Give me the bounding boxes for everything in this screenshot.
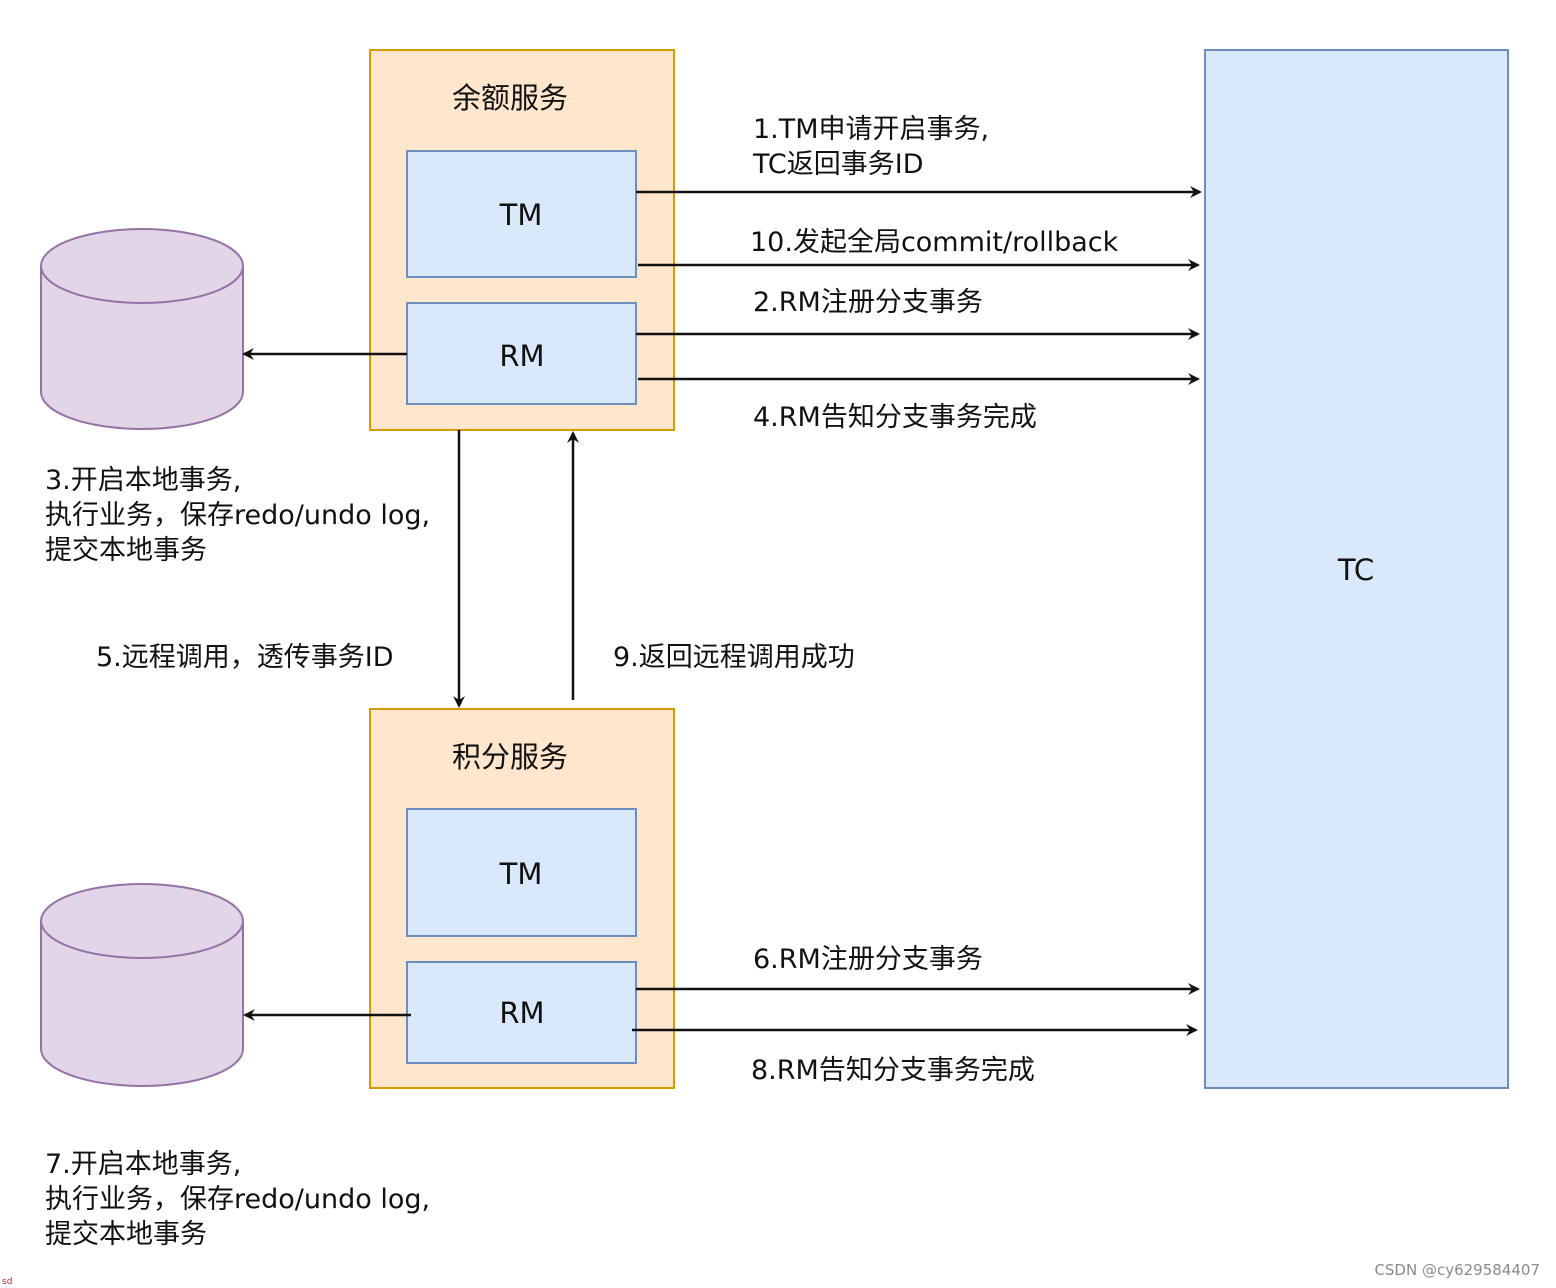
balance-service-title: 余额服务 bbox=[452, 81, 568, 115]
step4-label: 4.RM告知分支事务完成 bbox=[753, 402, 1037, 433]
arrows bbox=[242, 186, 1202, 1036]
step7-label-line1: 7.开启本地事务, bbox=[45, 1149, 241, 1180]
step2-label: 2.RM注册分支事务 bbox=[753, 287, 983, 318]
balance-tm-box bbox=[406, 150, 637, 278]
points-service-title: 积分服务 bbox=[452, 740, 568, 774]
points-tm-label: TM bbox=[499, 857, 543, 891]
step10-label: 10.发起全局commit/rollback bbox=[750, 227, 1119, 258]
balance-rm-box bbox=[406, 302, 637, 405]
step1-label-line2: TC返回事务ID bbox=[752, 149, 924, 180]
points-tm-box bbox=[406, 808, 637, 937]
tc-label: TC bbox=[1337, 553, 1374, 587]
balance-tm-label: TM bbox=[499, 198, 543, 232]
tc-box bbox=[1204, 49, 1509, 1089]
step9-label: 9.返回远程调用成功 bbox=[613, 642, 855, 673]
balance-service: 余额服务 TM RM bbox=[369, 49, 675, 431]
corner-mark: sd bbox=[2, 1277, 12, 1287]
points-service: 积分服务 TM RM bbox=[369, 708, 675, 1089]
step3-label-line3: 提交本地事务 bbox=[45, 535, 207, 566]
step3-label-line2: 执行业务，保存redo/undo log, bbox=[45, 500, 430, 531]
database-icon bbox=[40, 883, 244, 1087]
balance-rm-label: RM bbox=[499, 339, 544, 373]
step6-label: 6.RM注册分支事务 bbox=[753, 944, 983, 975]
step7-label-line2: 执行业务，保存redo/undo log, bbox=[45, 1184, 430, 1215]
step1-label-line1: 1.TM申请开启事务, bbox=[753, 114, 989, 145]
step8-label: 8.RM告知分支事务完成 bbox=[751, 1055, 1035, 1086]
points-rm-label: RM bbox=[499, 996, 544, 1030]
database-icon bbox=[40, 228, 244, 430]
points-rm-box bbox=[406, 961, 637, 1064]
watermark: CSDN @cy629584407 bbox=[1374, 1261, 1540, 1279]
step3-label-line1: 3.开启本地事务, bbox=[45, 465, 241, 496]
step7-label-line3: 提交本地事务 bbox=[45, 1219, 207, 1250]
step5-label: 5.远程调用，透传事务ID bbox=[96, 642, 394, 673]
